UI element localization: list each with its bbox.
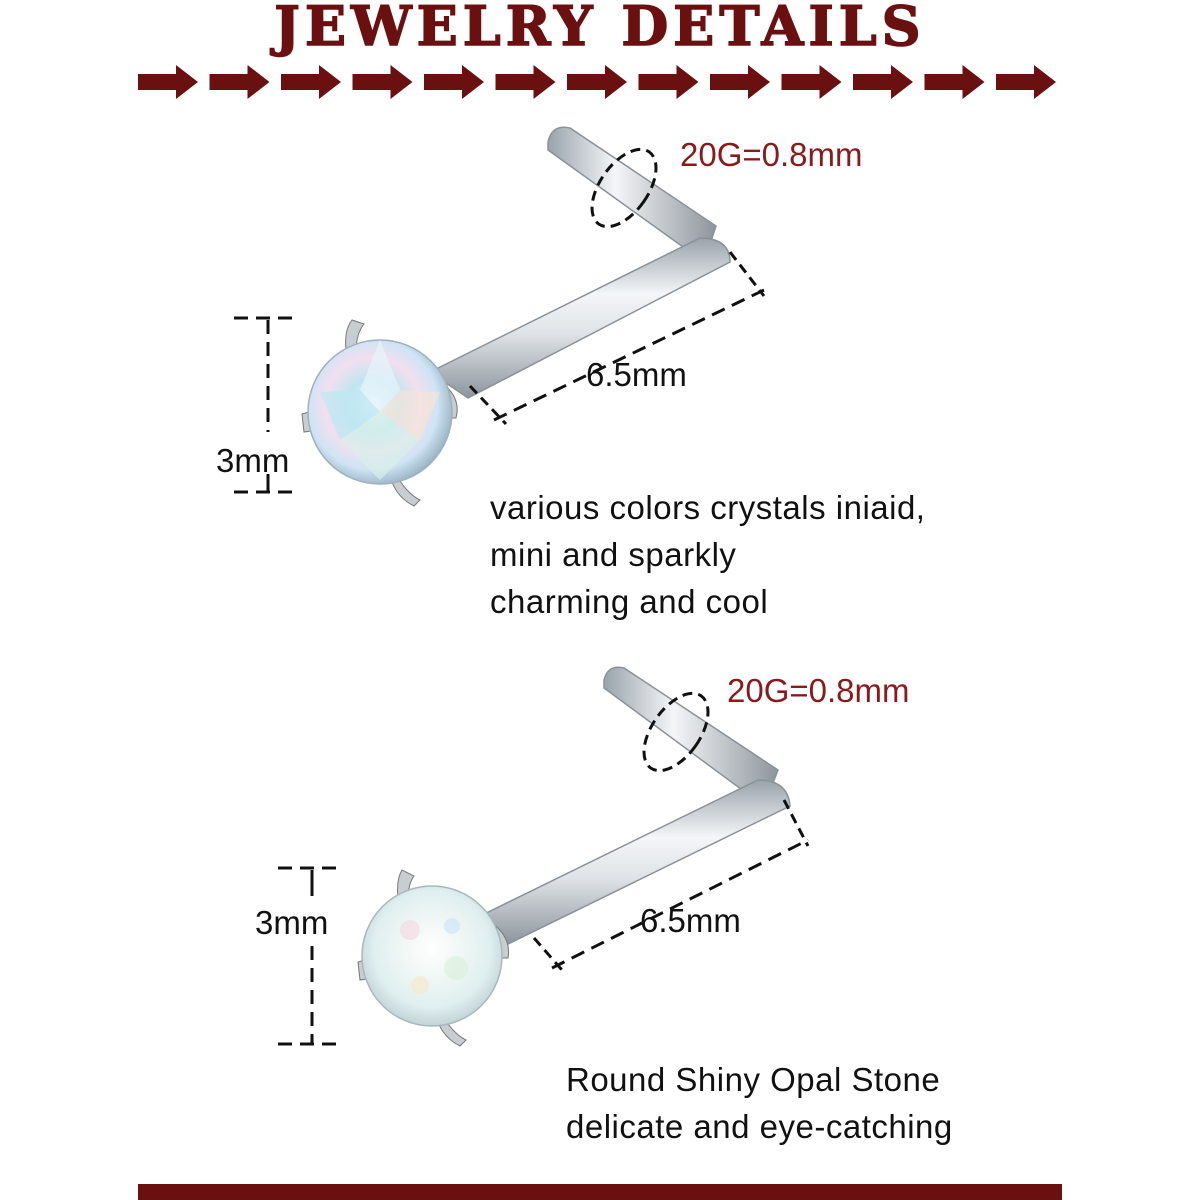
gauge-label: 20G=0.8mm bbox=[680, 136, 863, 173]
diameter-label: 3mm bbox=[216, 442, 290, 479]
arrow-icon bbox=[209, 65, 270, 99]
length-label: 6.5mm bbox=[586, 356, 687, 393]
description-line: various colors crystals iniaid, bbox=[490, 489, 926, 526]
arrow-icon bbox=[710, 65, 770, 99]
arrow-icon bbox=[638, 65, 699, 99]
arrow-icon bbox=[495, 65, 556, 99]
item2-description: Round Shiny Opal Stone delicate and eye-… bbox=[566, 1056, 953, 1150]
bottom-bar bbox=[138, 1184, 1062, 1200]
arrow-divider bbox=[138, 62, 1068, 102]
length-label: 6.5mm bbox=[640, 902, 741, 939]
description-line: delicate and eye-catching bbox=[566, 1108, 953, 1145]
arrow-icon bbox=[567, 65, 627, 99]
description-line: charming and cool bbox=[490, 583, 769, 620]
description-line: mini and sparkly bbox=[490, 536, 737, 573]
opal-nose-stud bbox=[278, 666, 810, 1047]
arrow-icon bbox=[281, 65, 341, 99]
arrow-icon bbox=[996, 65, 1056, 99]
description-line: Round Shiny Opal Stone bbox=[566, 1061, 941, 1098]
page-title: JEWELRY DETAILS bbox=[274, 0, 926, 58]
arrow-icon bbox=[138, 65, 198, 99]
arrow-icon bbox=[781, 65, 842, 99]
arrow-icon bbox=[352, 65, 413, 99]
arrow-icon bbox=[424, 65, 484, 99]
gauge-label: 20G=0.8mm bbox=[727, 672, 910, 709]
item1-description: various colors crystals iniaid, mini and… bbox=[490, 484, 925, 625]
arrow-icon bbox=[853, 65, 913, 99]
arrow-icon bbox=[924, 65, 985, 99]
diameter-label: 3mm bbox=[255, 904, 329, 941]
crystal-nose-stud bbox=[234, 126, 766, 507]
